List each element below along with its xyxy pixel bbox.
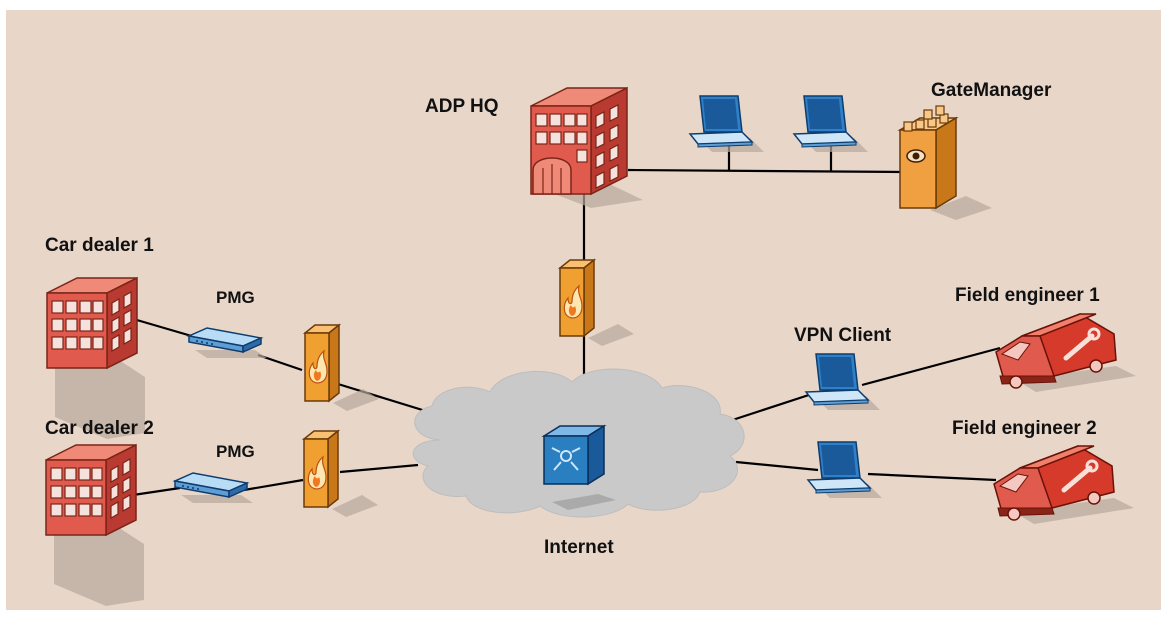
laptop-icon [807,441,883,499]
office-building-icon [530,86,643,208]
firewall-icon [303,430,379,518]
office-building-icon [46,277,146,440]
label-car-dealer-2: Car dealer 2 [45,418,154,439]
label-adp-hq: ADP HQ [425,96,499,117]
label-vpn-client: VPN Client [794,325,892,346]
laptop-icon [689,95,765,153]
office-building-icon [45,444,145,607]
firewall-icon [559,259,635,347]
internet-hub-icon [541,424,616,510]
hq-to-gatemanager-line [627,168,905,174]
label-pmg-2: PMG [216,442,255,461]
laptop-icon [793,95,869,153]
label-field-engineer-2: Field engineer 2 [952,418,1097,439]
service-van-icon [994,446,1134,524]
pmg-router-icon [188,327,268,359]
gatemanager-tower-icon [897,105,992,220]
label-internet: Internet [544,537,614,558]
laptop-icon [805,353,881,411]
pmg-router-icon [174,472,254,504]
label-pmg-1: PMG [216,288,255,307]
label-field-engineer-1: Field engineer 1 [955,285,1100,306]
label-car-dealer-1: Car dealer 1 [45,235,154,256]
label-gatemanager: GateManager [931,80,1052,101]
firewall-icon [304,324,380,412]
service-van-icon [996,314,1136,392]
